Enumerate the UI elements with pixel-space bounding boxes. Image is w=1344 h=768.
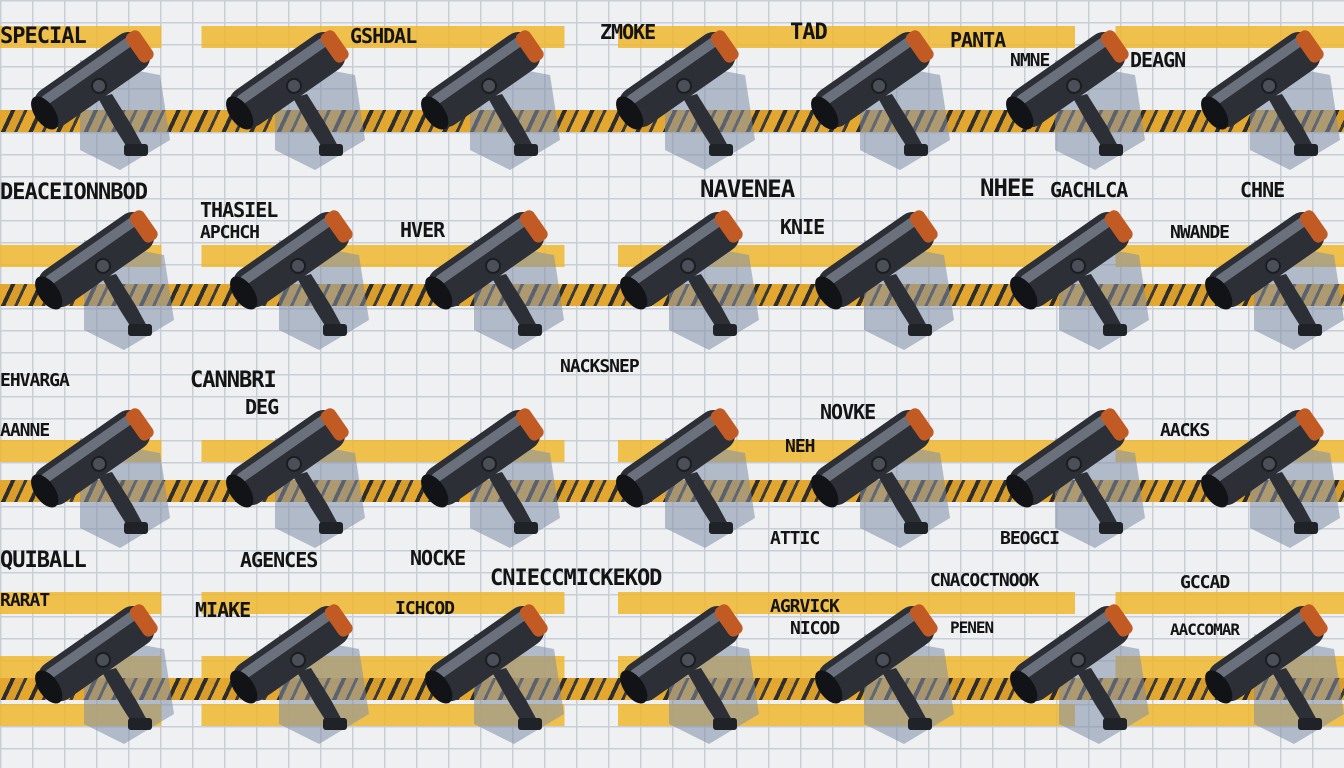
graffiti-text: NWANDE: [1170, 222, 1230, 243]
graffiti-text: NACKSNEP: [560, 356, 640, 377]
graffiti-text: KNIE: [780, 215, 825, 239]
security-camera-icon: [215, 20, 365, 170]
security-camera-icon: [219, 200, 369, 350]
security-camera-icon: [999, 200, 1149, 350]
graffiti-text: QUIBALL: [0, 548, 87, 573]
graffiti-text: NICOD: [790, 618, 840, 639]
graffiti-text: NHEE: [980, 174, 1035, 202]
security-camera-icon: [219, 594, 369, 744]
security-camera-icon: [995, 398, 1145, 548]
security-camera-icon: [410, 398, 560, 548]
graffiti-text: NMNE: [1010, 50, 1050, 71]
graffiti-text: CHNE: [1240, 178, 1285, 202]
security-camera-icon: [24, 200, 174, 350]
graffiti-text: HVER: [400, 218, 445, 242]
graffiti-text: BEOGCI: [1000, 528, 1060, 549]
security-camera-icon: [410, 20, 560, 170]
graffiti-text: ZMOKE: [600, 20, 656, 44]
graffiti-text: PANTA: [950, 28, 1006, 52]
graffiti-text: CANNBRI: [190, 368, 277, 393]
graffiti-text: ICHCOD: [395, 598, 455, 619]
security-camera-icon: [20, 20, 170, 170]
graffiti-text: AGRVICK: [770, 596, 840, 617]
security-camera-icon: [800, 20, 950, 170]
graffiti-text: EHVARGA: [0, 370, 70, 391]
graffiti-text: SPECIAL: [0, 24, 87, 49]
graffiti-text: NOVKE: [820, 400, 876, 424]
graffiti-text: CNIECCMICKEKOD: [490, 566, 662, 591]
security-camera-icon: [605, 20, 755, 170]
security-camera-icon: [609, 594, 759, 744]
graffiti-text: RARAT: [0, 590, 50, 611]
security-camera-icon: [999, 594, 1149, 744]
graffiti-text: ATTIC: [770, 528, 820, 549]
graffiti-text: GACHLCA: [1050, 178, 1128, 202]
security-camera-icon: [609, 200, 759, 350]
security-camera-icon: [215, 398, 365, 548]
security-camera-icon: [1190, 398, 1340, 548]
security-camera-icon: [24, 594, 174, 744]
security-camera-icon: [414, 594, 564, 744]
security-camera-icon: [605, 398, 755, 548]
security-camera-icon: [414, 200, 564, 350]
graffiti-text: NEH: [785, 436, 815, 457]
graffiti-text: NOCKE: [410, 546, 466, 570]
graffiti-text: THASIEL: [200, 198, 278, 222]
security-camera-icon: [995, 20, 1145, 170]
security-camera-icon: [804, 200, 954, 350]
security-camera-icon: [800, 398, 950, 548]
graffiti-text: NAVENEA: [700, 175, 795, 203]
graffiti-text: TAD: [790, 20, 828, 45]
graffiti-text: AGENCES: [240, 548, 318, 572]
security-camera-icon: [1194, 200, 1344, 350]
graffiti-text: DEACEIONNBOD: [0, 180, 148, 205]
security-camera-icon: [20, 398, 170, 548]
graffiti-text: CNACOCTNOOK: [930, 570, 1039, 591]
graffiti-text: GSHDAL: [350, 24, 417, 48]
graffiti-text: DEAGN: [1130, 48, 1186, 72]
security-camera-icon: [1190, 20, 1340, 170]
graffiti-text: GCCAD: [1180, 572, 1230, 593]
graffiti-text: APCHCH: [200, 222, 260, 243]
security-camera-icon: [804, 594, 954, 744]
graffiti-text: PENEN: [950, 618, 994, 637]
security-camera-icon: [1194, 594, 1344, 744]
graffiti-text: AACCOMAR: [1170, 620, 1240, 639]
graffiti-text: AACKS: [1160, 420, 1210, 441]
graffiti-text: MIAKE: [195, 598, 251, 622]
graffiti-text: DEG: [245, 395, 279, 419]
graffiti-text: AANNE: [0, 420, 50, 441]
